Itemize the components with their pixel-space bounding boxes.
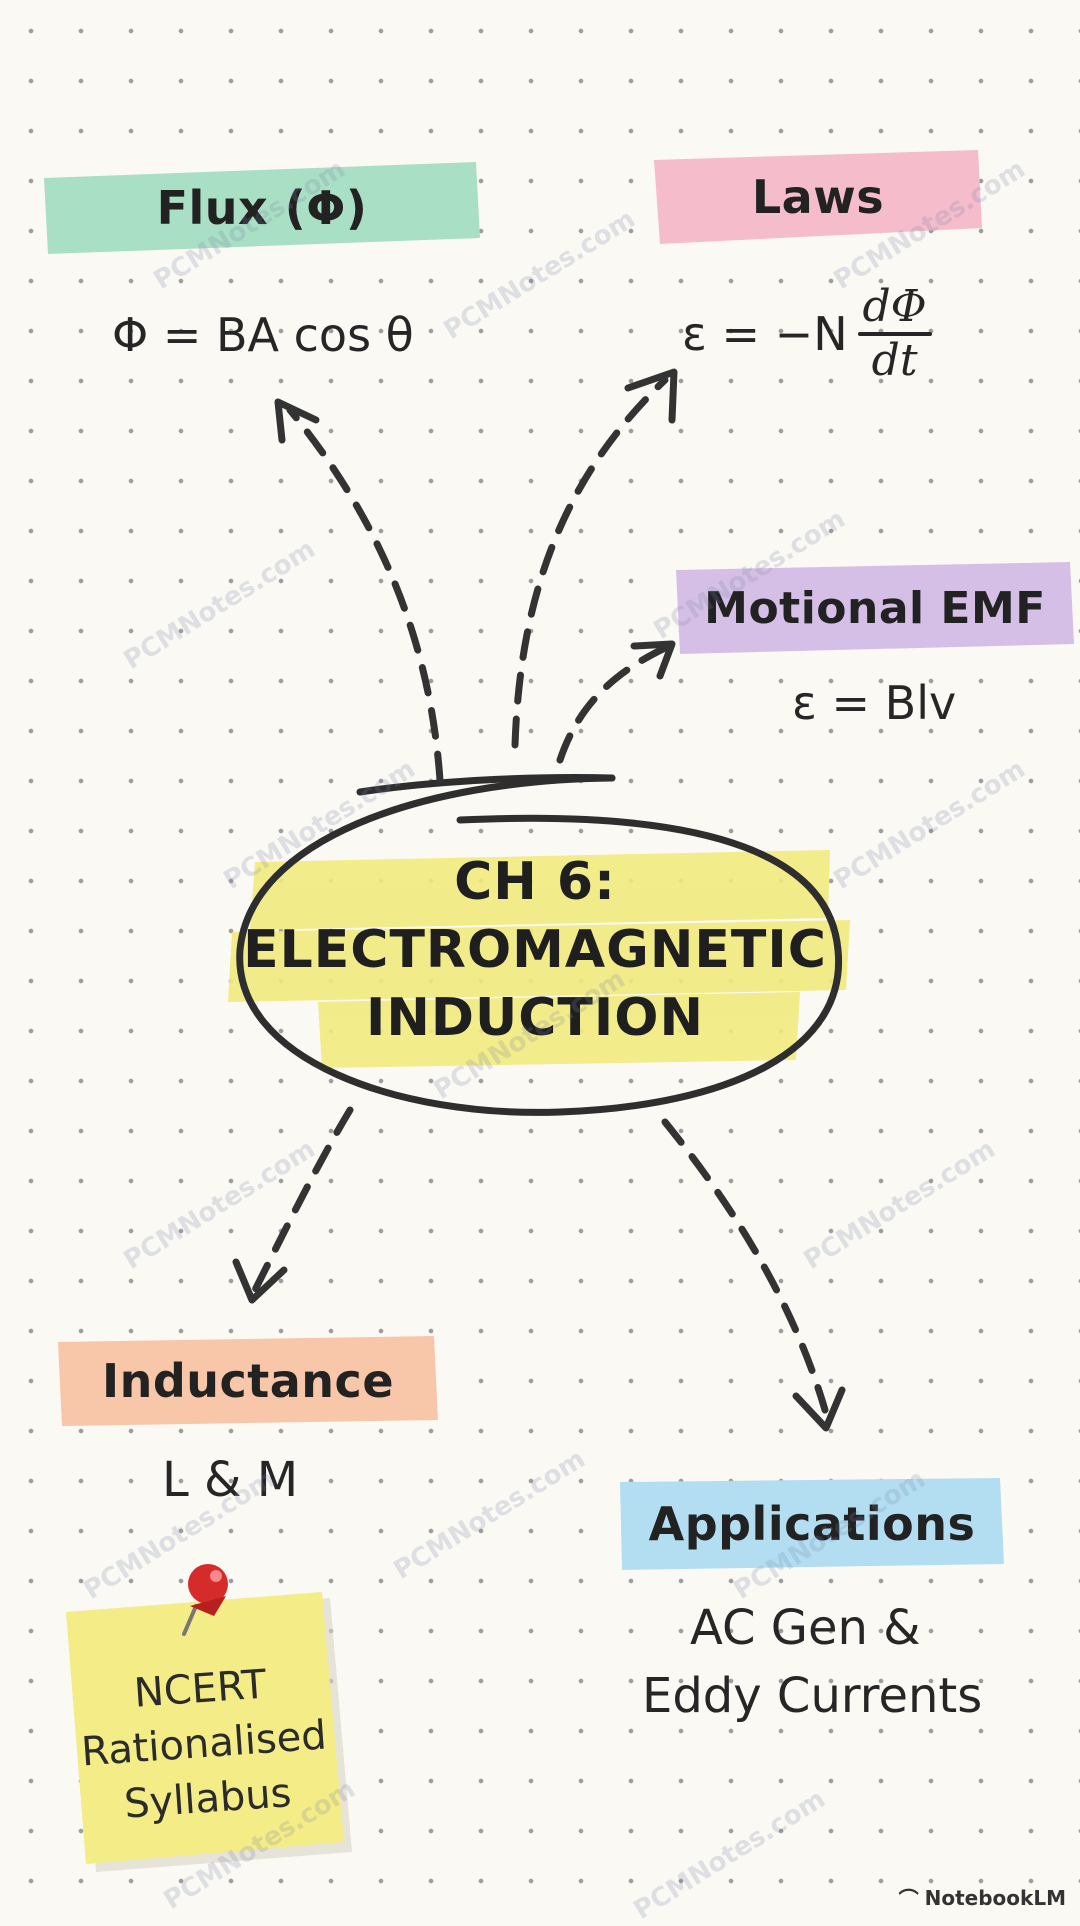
sub-applications-line2: Eddy Currents [642, 1668, 983, 1724]
connector-laws [511, 376, 669, 749]
center-highlight [228, 850, 850, 1068]
tape-motional-emf: Motional EMF [676, 560, 1074, 656]
tape-applications-shape [620, 1478, 1004, 1570]
node-flux-label: Flux (Φ) [156, 181, 368, 235]
arrowhead-inductance [232, 1258, 288, 1304]
sticky-note-text: NCERT Rationalised Syllabus [69, 1653, 340, 1836]
formula-laws-denominator: dt [871, 335, 918, 386]
tape-motional-shape [676, 562, 1074, 654]
arrowhead-motional [630, 640, 676, 680]
center-oval [236, 774, 843, 1116]
center-title: CH 6: ELECTROMAGNETIC INDUCTION [230, 848, 840, 1052]
formula-motional-emf: ε = Blv [792, 676, 957, 730]
pushpin-icon [182, 1564, 228, 1636]
center-title-line1: CH 6: [454, 852, 616, 912]
sub-applications-line1: AC Gen & [690, 1600, 921, 1656]
tape-applications: Applications [620, 1476, 1004, 1572]
tape-inductance-shape [58, 1336, 438, 1426]
fraction-bar [857, 332, 932, 336]
connectors [251, 376, 829, 1414]
formula-laws-fraction: dΦ dt [857, 281, 932, 386]
formula-laws: ε = −N dΦ dt [682, 282, 932, 386]
tape-flux: Flux (Φ) [44, 160, 480, 256]
sticky-note-shape [66, 1592, 352, 1872]
arrowhead-applications [792, 1386, 846, 1432]
tape-inductance: Inductance [58, 1334, 438, 1428]
connector-motional [556, 644, 669, 764]
node-motional-emf-label: Motional EMF [704, 582, 1046, 634]
connector-inductance [251, 1106, 354, 1294]
arrowhead-flux [274, 398, 320, 444]
node-laws-label: Laws [751, 170, 885, 224]
arrowhead-laws [624, 368, 678, 424]
brand-badge: ⌒ NotebookLM [899, 1883, 1066, 1912]
center-title-line3: INDUCTION [366, 988, 704, 1048]
node-inductance-label: Inductance [101, 1354, 395, 1408]
sub-inductance: L & M [162, 1452, 299, 1508]
connector-applications [661, 1118, 829, 1414]
formula-flux: Φ = BA cos θ [112, 308, 414, 362]
connector-flux [286, 406, 444, 784]
notebooklm-icon: ⌒ [898, 1887, 919, 1911]
arrowheads [232, 368, 846, 1432]
tape-laws-shape [654, 150, 982, 244]
tape-laws: Laws [654, 148, 982, 246]
tape-flux-shape [44, 162, 480, 254]
formula-laws-numerator: dΦ [862, 281, 927, 332]
center-title-line2: ELECTROMAGNETIC [243, 920, 827, 980]
formula-laws-left: ε = −N [682, 307, 848, 361]
brand-label: NotebookLM [924, 1885, 1066, 1910]
node-applications-label: Applications [648, 1497, 976, 1551]
